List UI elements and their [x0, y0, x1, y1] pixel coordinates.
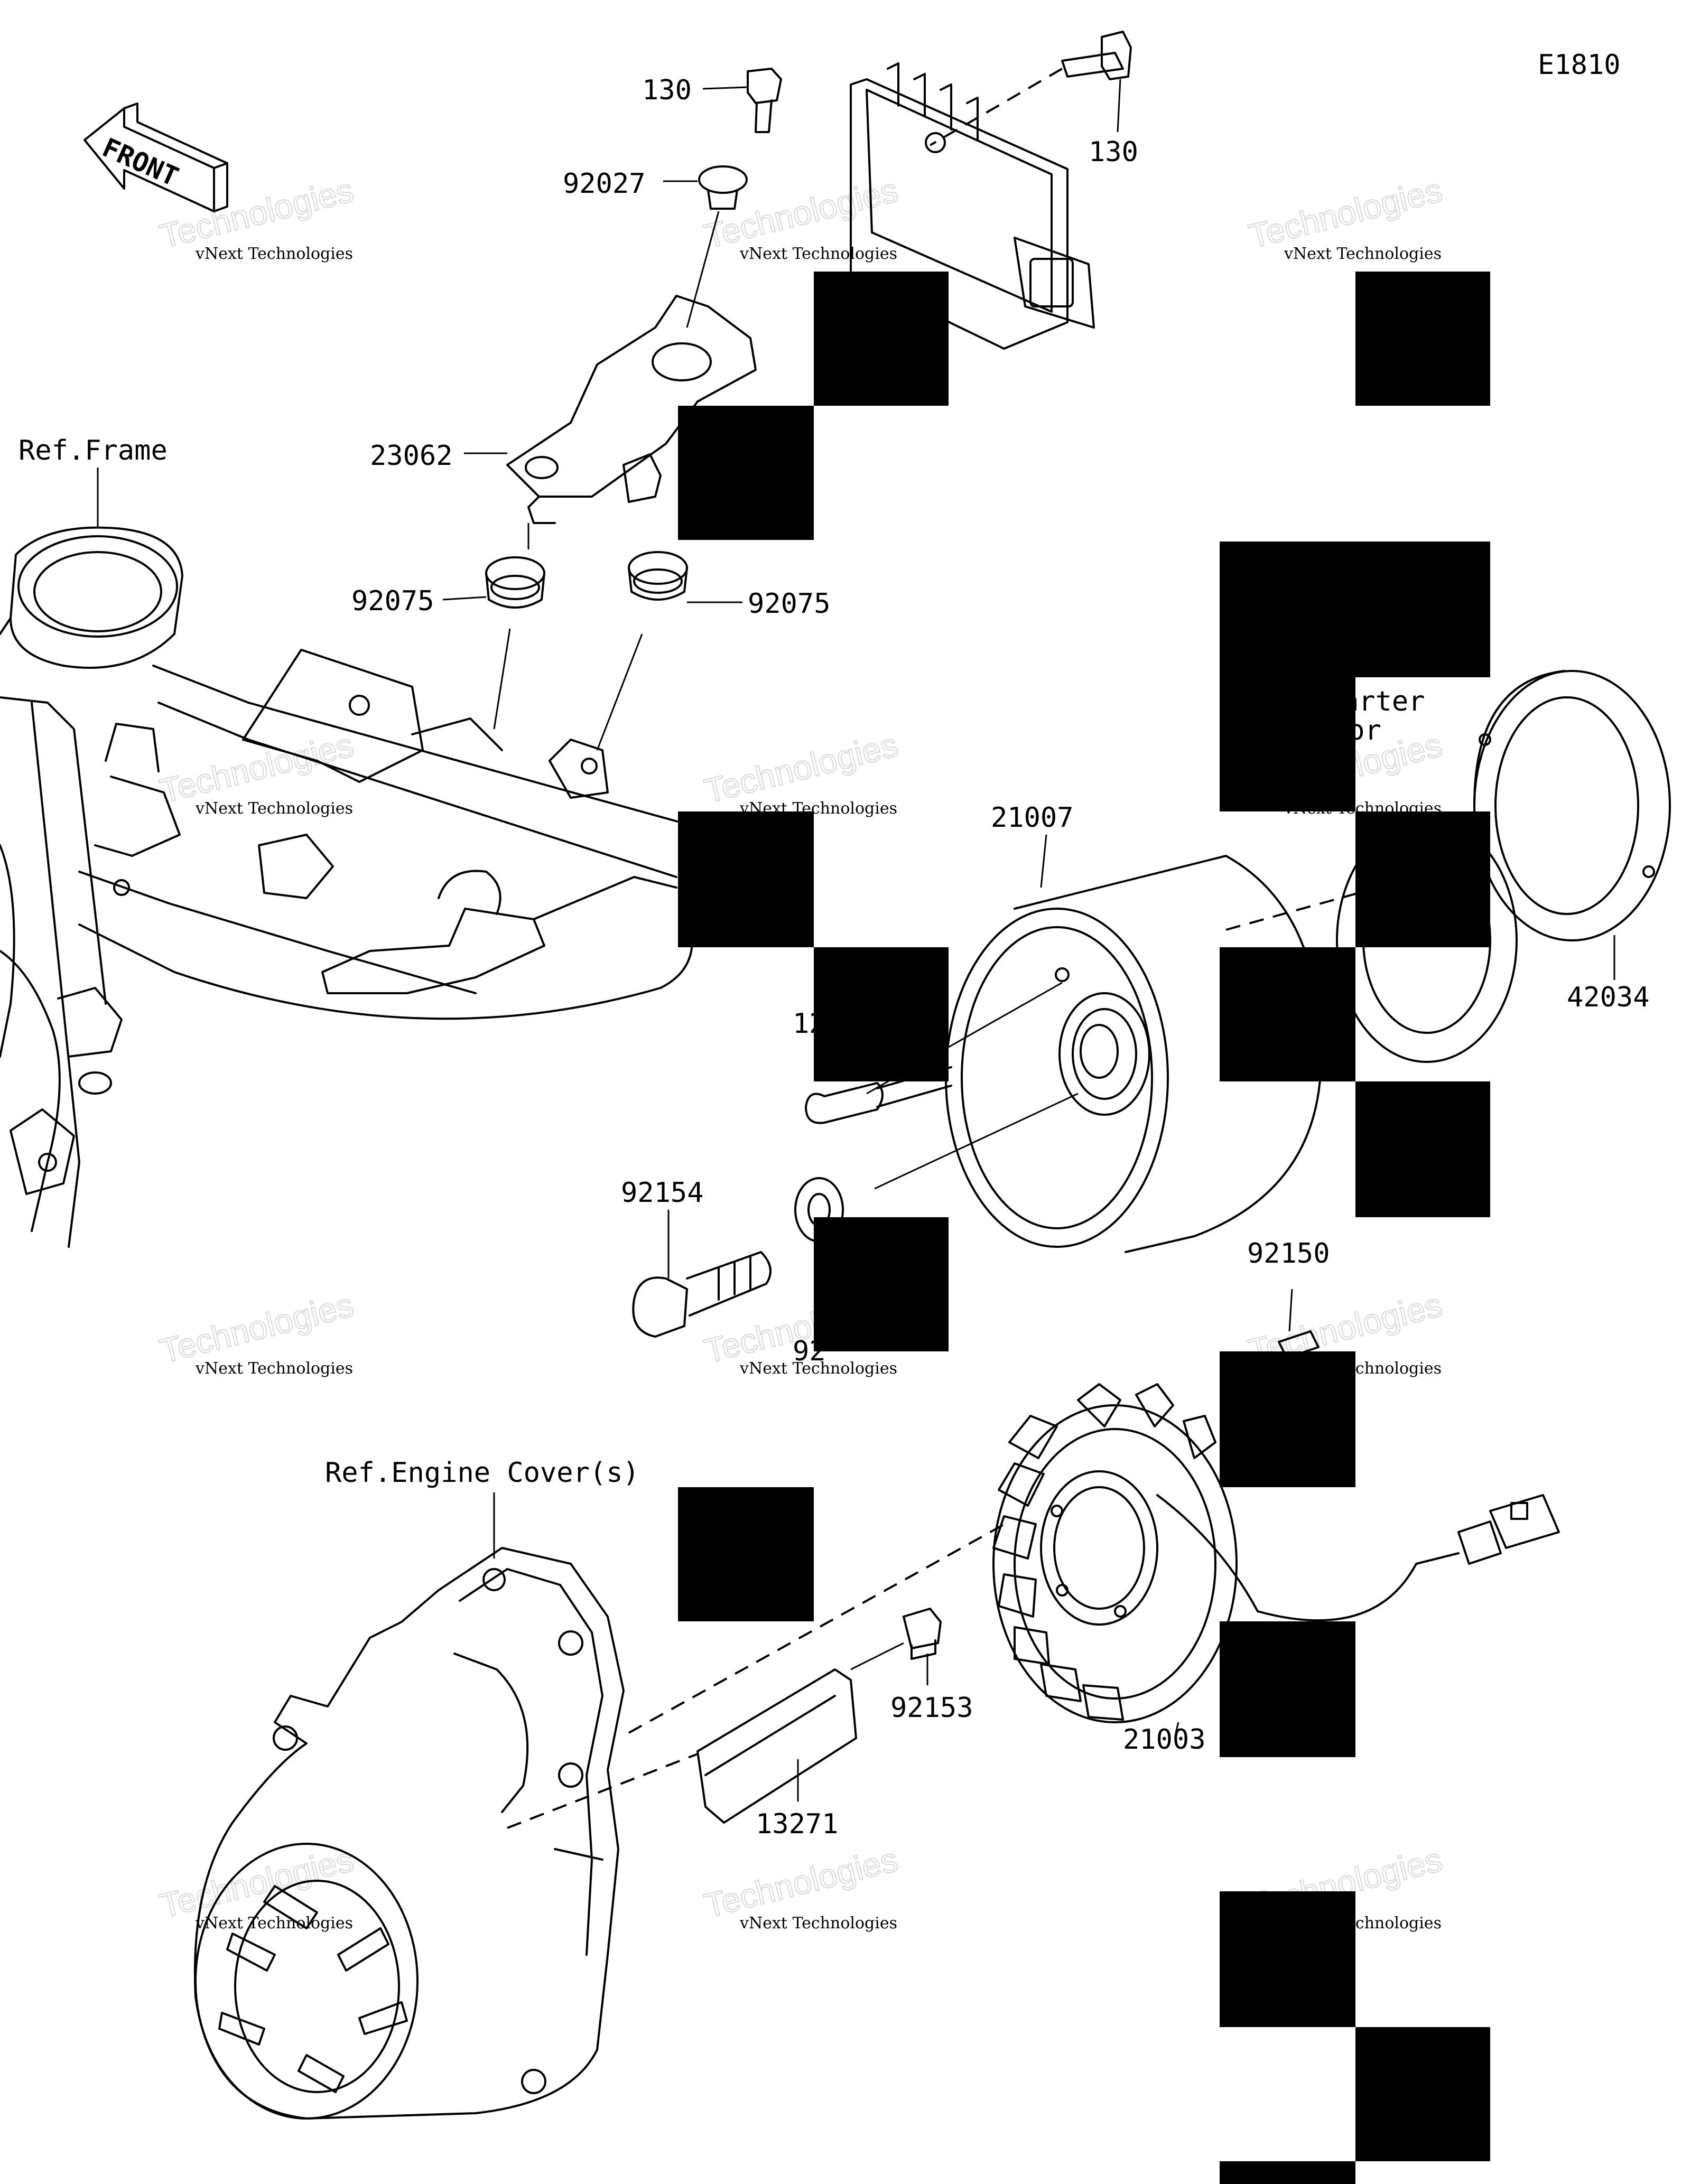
callout-23062: 23062 [370, 440, 453, 472]
engine-cover [193, 1547, 625, 2120]
stator-21003 [992, 1383, 1560, 1723]
ref-frame-label: Ref.Frame [18, 435, 168, 466]
bolt-92154 [632, 1251, 772, 1338]
grommet-92075-left [485, 556, 545, 609]
watermark-small: vNext Technologies [1284, 245, 1442, 263]
bolt-92153 [903, 1608, 942, 1660]
callout-92075: 92075 [748, 588, 831, 620]
watermark-small: vNext Technologies [739, 245, 897, 263]
starter-label-line1: arter [1342, 686, 1425, 717]
front-arrow-label: FRONT [98, 132, 183, 192]
ring-42034 [1473, 670, 1671, 941]
redaction-blocks [678, 272, 1490, 2184]
callout-92075: 92075 [351, 585, 434, 617]
watermark-large: Technologies [156, 1285, 357, 1370]
callout-92154: 92154 [621, 1177, 704, 1209]
callout-92153: 92153 [890, 1692, 973, 1724]
bush-92027 [698, 165, 748, 210]
diagram-code: E1810 [1538, 49, 1621, 81]
watermark-small: vNext Technologies [739, 1359, 897, 1378]
watermark-large: Technologies [156, 725, 357, 810]
watermark-large: Technologies [701, 725, 902, 810]
callout-130: 130 [642, 74, 692, 106]
watermark-small: vNext Technologies [739, 1914, 897, 1933]
watermark-small: vNext Technologies [195, 1359, 353, 1378]
callout-21007: 21007 [991, 802, 1074, 834]
bracket-23062 [506, 295, 757, 524]
callout-92027: 92027 [563, 168, 646, 200]
watermark-small: vNext Technologies [195, 1914, 353, 1933]
frame [0, 526, 699, 1248]
ref-engine-cover-label: Ref.Engine Cover(s) [325, 1457, 639, 1489]
callout-130: 130 [1089, 136, 1138, 168]
watermark-large: Technologies [156, 171, 357, 255]
callout-92150: 92150 [1247, 1238, 1330, 1270]
grommet-92075-right [628, 551, 688, 601]
watermark-large: Technologies [1245, 171, 1446, 255]
watermark-small: vNext Technologies [195, 245, 353, 263]
bolt-130-top [747, 68, 782, 133]
watermark-large: Technologies [701, 1840, 902, 1925]
watermark-small: vNext Technologies [195, 799, 353, 818]
front-arrow-icon: FRONT [83, 102, 228, 212]
bolt-130-right [1061, 31, 1132, 80]
plate-13271 [696, 1668, 857, 1824]
callout-13271: 13271 [756, 1808, 839, 1840]
callout-42034: 42034 [1567, 982, 1650, 1013]
callout-21003: 21003 [1123, 1724, 1206, 1756]
